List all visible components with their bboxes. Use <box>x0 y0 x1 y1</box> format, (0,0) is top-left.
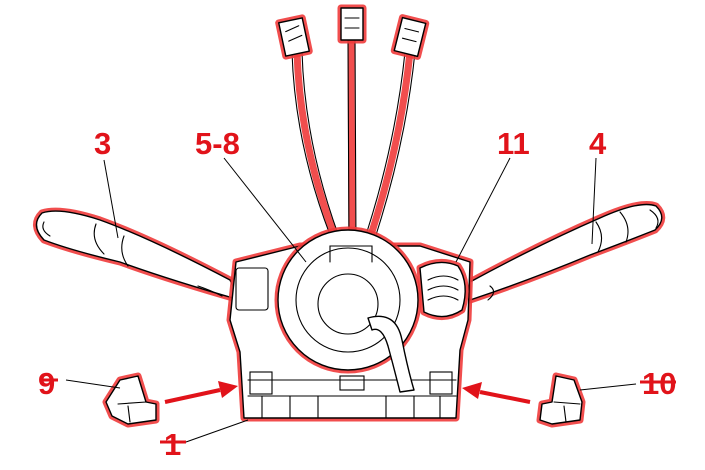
spiral-cable-clock-spring <box>274 226 422 393</box>
callout-3: 3 <box>94 126 111 161</box>
right-stalk-lever <box>466 201 666 304</box>
callout-4: 4 <box>589 126 607 161</box>
left-stalk-lever <box>33 207 244 304</box>
insert-arrow-left <box>164 381 238 404</box>
retaining-clip-right <box>536 372 586 428</box>
leader-lines <box>40 157 676 444</box>
retaining-clip-left <box>102 372 160 428</box>
horn-contact-socket <box>416 259 469 320</box>
callout-1: 1 <box>164 427 181 462</box>
callout-5-8: 5-8 <box>195 126 240 161</box>
callout-9: 9 <box>38 366 55 401</box>
callout-10: 10 <box>642 366 676 401</box>
connector-left <box>275 14 313 60</box>
connector-right <box>390 14 430 60</box>
wire-harness <box>291 34 416 254</box>
callout-11: 11 <box>497 126 530 161</box>
connector-middle <box>337 4 367 44</box>
insert-arrow-right <box>462 382 531 404</box>
callout-labels: 3 5-8 11 4 9 10 1 <box>38 126 676 462</box>
